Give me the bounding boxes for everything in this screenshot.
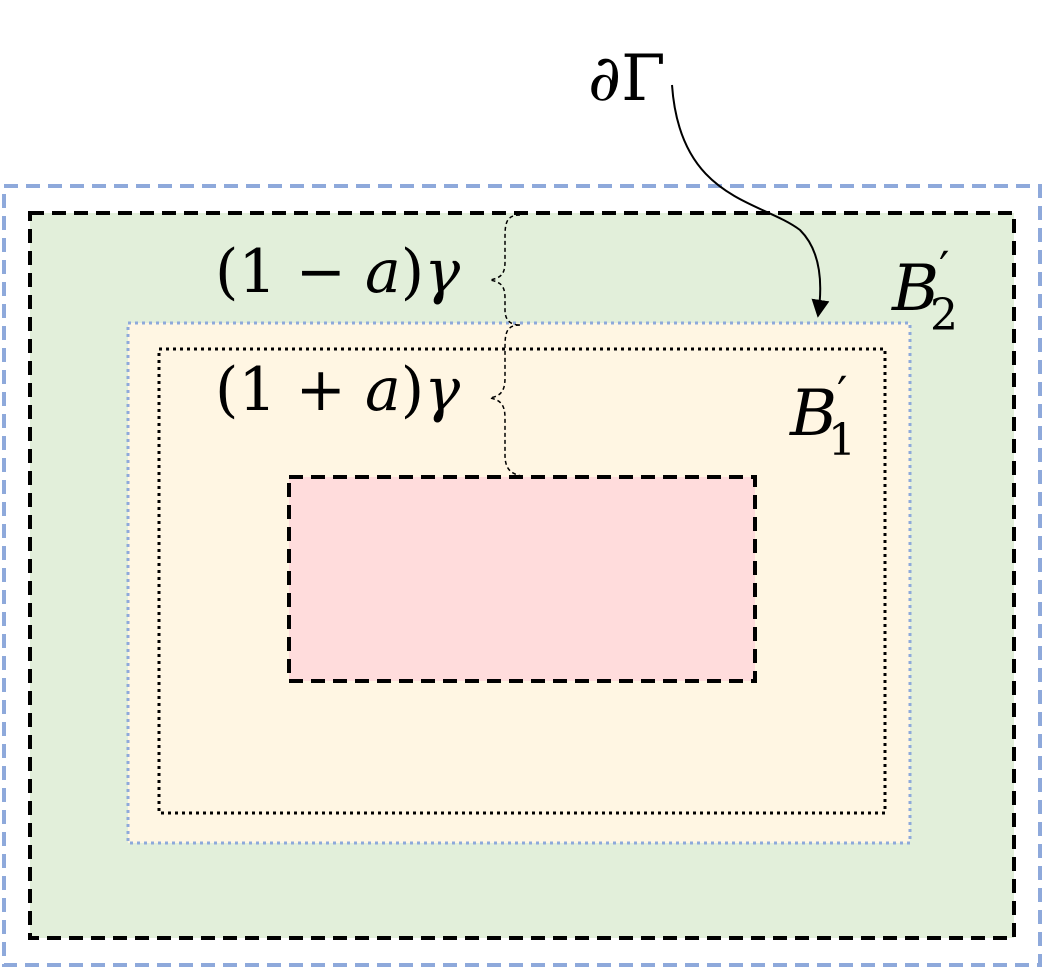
outer-gap-label: (1 − a)γ [215, 237, 460, 307]
boundary-arrow [671, 84, 830, 318]
b1-label: B′1 [789, 366, 856, 466]
b2-label: B′2 [891, 241, 958, 341]
outer-gap-brace [489, 214, 521, 326]
outer-frame [2, 184, 1042, 967]
inner-gap-brace [489, 324, 523, 477]
inner-gap-label: (1 + a)γ [215, 355, 460, 425]
boundary-label: ∂Γ [588, 42, 666, 116]
inner-region [287, 475, 757, 683]
